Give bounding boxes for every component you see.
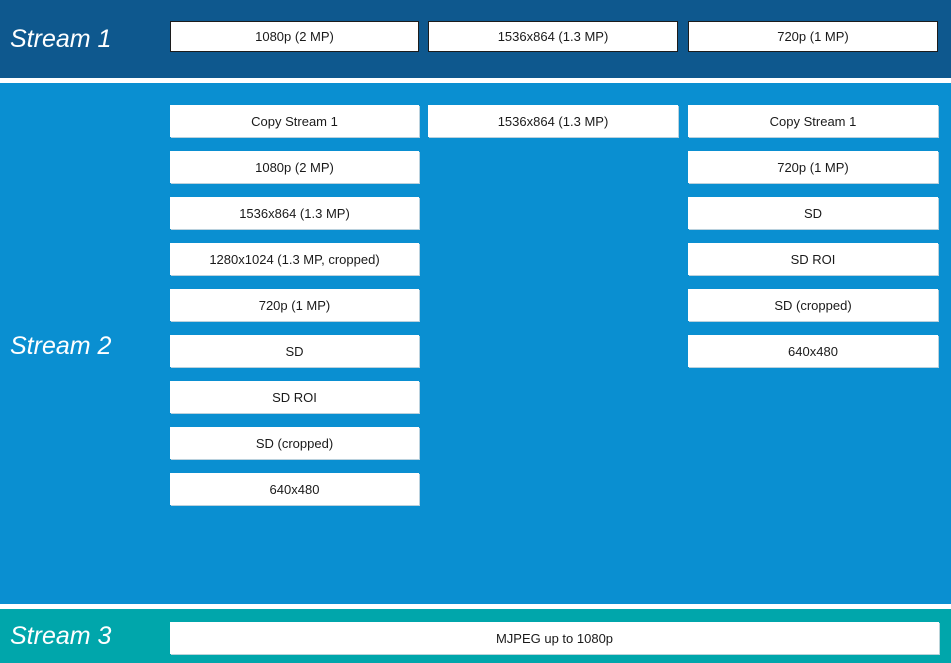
stream2-option-sd-roi: SD ROI [170,381,419,413]
stream2-option-1080p: 1080p (2 MP) [170,151,419,183]
stream2-column-3: Copy Stream 1 720p (1 MP) SD SD ROI SD (… [688,105,938,367]
stream3-option-mjpeg: MJPEG up to 1080p [170,622,939,654]
stream2-option-640x480-right: 640x480 [688,335,938,367]
stream2-option-copy-stream1-right: Copy Stream 1 [688,105,938,137]
stream2-option-640x480: 640x480 [170,473,419,505]
stream2-band: Stream 2 Copy Stream 1 1080p (2 MP) 1536… [0,83,951,604]
stream1-band: Stream 1 1080p (2 MP) 1536x864 (1.3 MP) … [0,0,951,78]
stream2-option-sd-cropped: SD (cropped) [170,427,419,459]
stream1-option-720p: 720p (1 MP) [688,21,938,52]
stream1-label: Stream 1 [10,25,112,53]
stream2-option-sd-right: SD [688,197,938,229]
stream2-option-1280x1024: 1280x1024 (1.3 MP, cropped) [170,243,419,275]
stream2-option-sd-roi-right: SD ROI [688,243,938,275]
stream2-option-sd: SD [170,335,419,367]
stream1-option-1080p: 1080p (2 MP) [170,21,419,52]
stream2-option-sd-cropped-right: SD (cropped) [688,289,938,321]
stream3-label: Stream 3 [10,622,112,650]
stream2-option-720p-right: 720p (1 MP) [688,151,938,183]
stream2-label: Stream 2 [10,332,112,360]
stream2-column-1: Copy Stream 1 1080p (2 MP) 1536x864 (1.3… [170,105,419,505]
stream2-option-copy-stream1: Copy Stream 1 [170,105,419,137]
stream2-column-2: 1536x864 (1.3 MP) [428,105,678,137]
stream1-option-1536x864: 1536x864 (1.3 MP) [428,21,678,52]
stream2-option-1536x864-mid: 1536x864 (1.3 MP) [428,105,678,137]
stream2-option-1536x864: 1536x864 (1.3 MP) [170,197,419,229]
stream3-band: Stream 3 MJPEG up to 1080p [0,609,951,663]
stream2-option-720p: 720p (1 MP) [170,289,419,321]
